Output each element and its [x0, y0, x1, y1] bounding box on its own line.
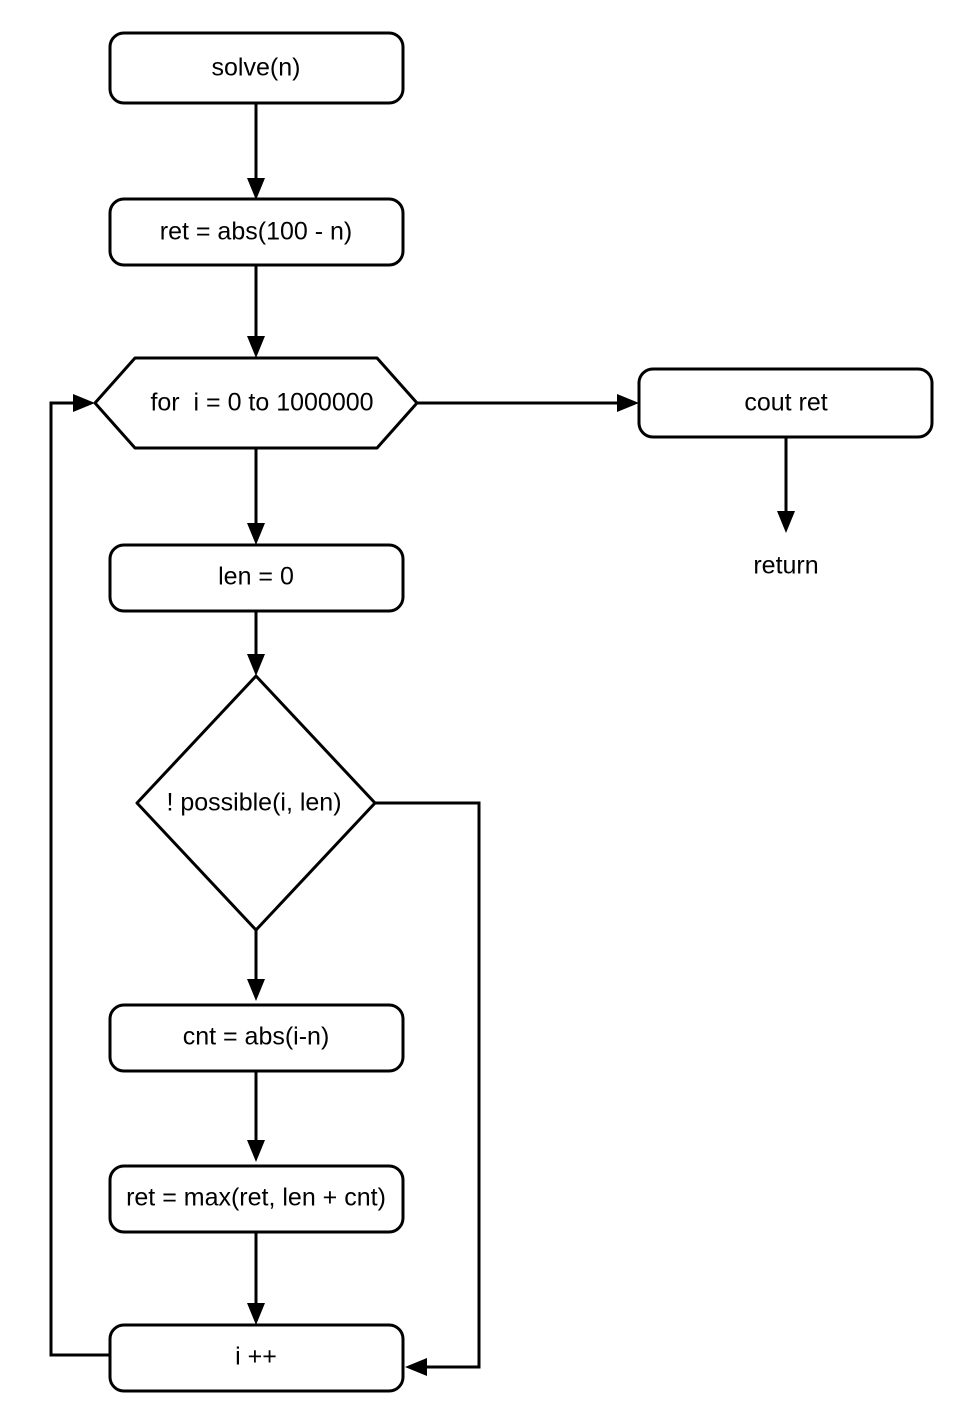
- edge-len-init-to-condition: [247, 611, 265, 676]
- node-init-ret[interactable]: ret = abs(100 - n): [108, 197, 405, 267]
- edge-ret-max-to-increment: [247, 1232, 265, 1325]
- node-condition-label: ! possible(i, len): [166, 789, 341, 817]
- node-return: return: [753, 552, 818, 580]
- node-cout-shape: [637, 367, 934, 439]
- node-start[interactable]: solve(n): [108, 31, 405, 105]
- edge-increment-to-for-loop: [49, 394, 110, 1357]
- edge-start-to-init-ret: [247, 103, 265, 200]
- node-len-init[interactable]: len = 0: [108, 543, 405, 613]
- node-cnt-assign-shape: [108, 1003, 405, 1073]
- node-ret-max[interactable]: ret = max(ret, len + cnt): [108, 1164, 405, 1234]
- node-start-label: solve(n): [212, 54, 301, 82]
- node-init-ret-shape: [108, 197, 405, 267]
- edge-init-ret-to-for-loop: [247, 265, 265, 358]
- edge-cout-to-return: [777, 437, 795, 533]
- node-increment-shape: [108, 1323, 405, 1393]
- node-cout[interactable]: cout ret: [637, 367, 934, 439]
- edge-condition-to-cnt-assign: [247, 930, 265, 1001]
- node-init-ret-label: ret = abs(100 - n): [160, 218, 352, 246]
- node-for-loop-shape: [93, 356, 419, 450]
- edge-condition-to-increment: [375, 801, 481, 1376]
- node-ret-max-shape: [108, 1164, 405, 1234]
- node-cout-label: cout ret: [744, 389, 827, 417]
- node-len-init-shape: [108, 543, 405, 613]
- node-for-loop-label: for i = 0 to 1000000: [150, 389, 373, 417]
- node-condition-shape: [135, 674, 377, 932]
- edge-cnt-assign-to-ret-max: [247, 1071, 265, 1162]
- node-cnt-assign[interactable]: cnt = abs(i-n): [108, 1003, 405, 1073]
- node-condition[interactable]: ! possible(i, len): [135, 674, 377, 932]
- edge-for-loop-to-len-init: [247, 448, 265, 545]
- node-increment[interactable]: i ++: [108, 1323, 405, 1393]
- node-increment-label: i ++: [235, 1343, 277, 1371]
- edge-for-loop-to-cout: [417, 394, 639, 412]
- node-start-shape: [108, 31, 405, 105]
- node-cnt-assign-label: cnt = abs(i-n): [183, 1023, 330, 1051]
- node-ret-max-label: ret = max(ret, len + cnt): [126, 1184, 386, 1212]
- node-for-loop[interactable]: for i = 0 to 1000000: [93, 356, 419, 450]
- node-return-label: return: [753, 552, 818, 580]
- node-len-init-label: len = 0: [218, 563, 294, 591]
